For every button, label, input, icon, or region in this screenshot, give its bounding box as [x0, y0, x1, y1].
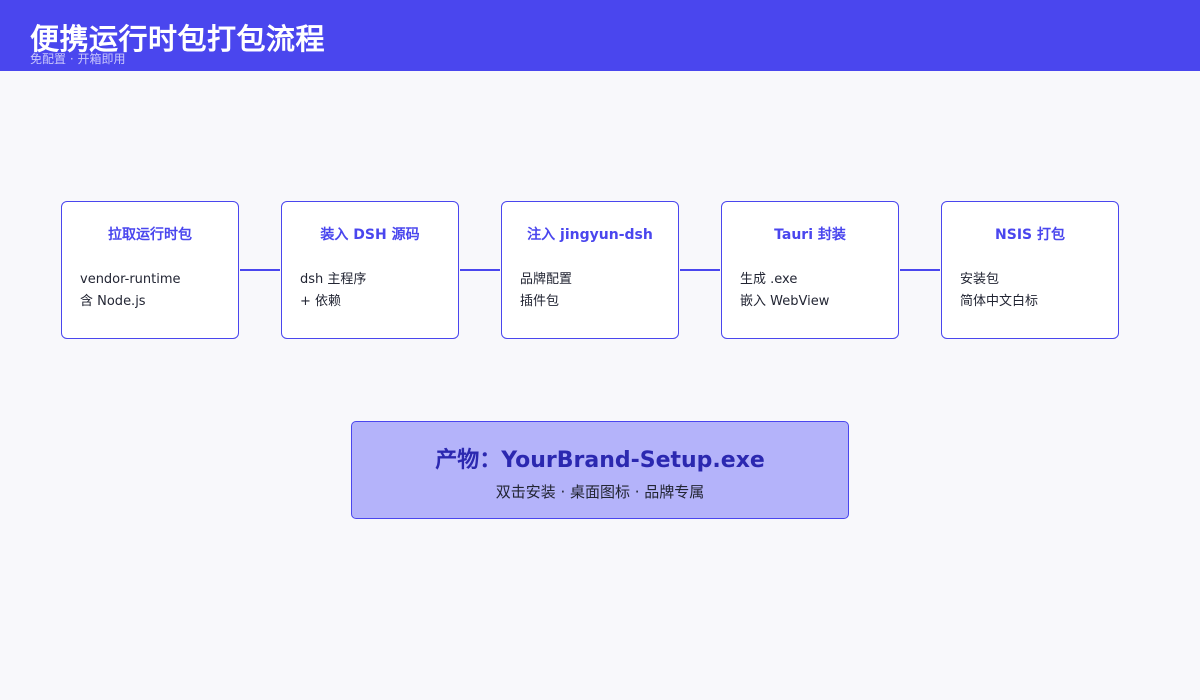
step-detail: 安装包	[960, 272, 1000, 287]
output-artifact-title: 产物：YourBrand-Setup.exe	[435, 448, 765, 473]
step-detail: 简体中文白标	[960, 294, 1039, 309]
step-title: 装入 DSH 源码	[320, 227, 420, 243]
step-detail: 插件包	[520, 294, 560, 309]
step-title: NSIS 打包	[995, 227, 1065, 243]
step-detail: dsh 主程序	[300, 272, 367, 287]
step-title: 注入 jingyun-dsh	[527, 227, 653, 243]
flow-connector	[240, 269, 280, 271]
step-detail: 嵌入 WebView	[740, 294, 830, 309]
step-detail: + 依赖	[300, 294, 342, 309]
flow-connector	[460, 269, 500, 271]
header-bar: 便携运行时包打包流程 免配置 · 开箱即用	[0, 0, 1200, 71]
page-title: 便携运行时包打包流程	[30, 22, 326, 56]
flow-connector	[900, 269, 940, 271]
step-nsis-installer: NSIS 打包 安装包 简体中文白标	[941, 201, 1119, 339]
step-fetch-runtime: 拉取运行时包 vendor-runtime 含 Node.js	[61, 201, 239, 339]
page-subtitle: 免配置 · 开箱即用	[30, 52, 126, 66]
step-detail: 生成 .exe	[740, 272, 798, 287]
step-detail: 品牌配置	[520, 272, 573, 287]
step-title: Tauri 封装	[774, 227, 846, 243]
step-tauri-package: Tauri 封装 生成 .exe 嵌入 WebView	[721, 201, 899, 339]
step-title: 拉取运行时包	[108, 227, 192, 243]
step-load-dsh-source: 装入 DSH 源码 dsh 主程序 + 依赖	[281, 201, 459, 339]
flow-connector	[680, 269, 720, 271]
step-detail: vendor-runtime	[80, 272, 181, 287]
output-artifact-box: 产物：YourBrand-Setup.exe 双击安装 · 桌面图标 · 品牌专…	[351, 421, 849, 519]
step-inject-jingyun-dsh: 注入 jingyun-dsh 品牌配置 插件包	[501, 201, 679, 339]
step-detail: 含 Node.js	[80, 294, 146, 309]
output-artifact-description: 双击安装 · 桌面图标 · 品牌专属	[495, 483, 705, 501]
